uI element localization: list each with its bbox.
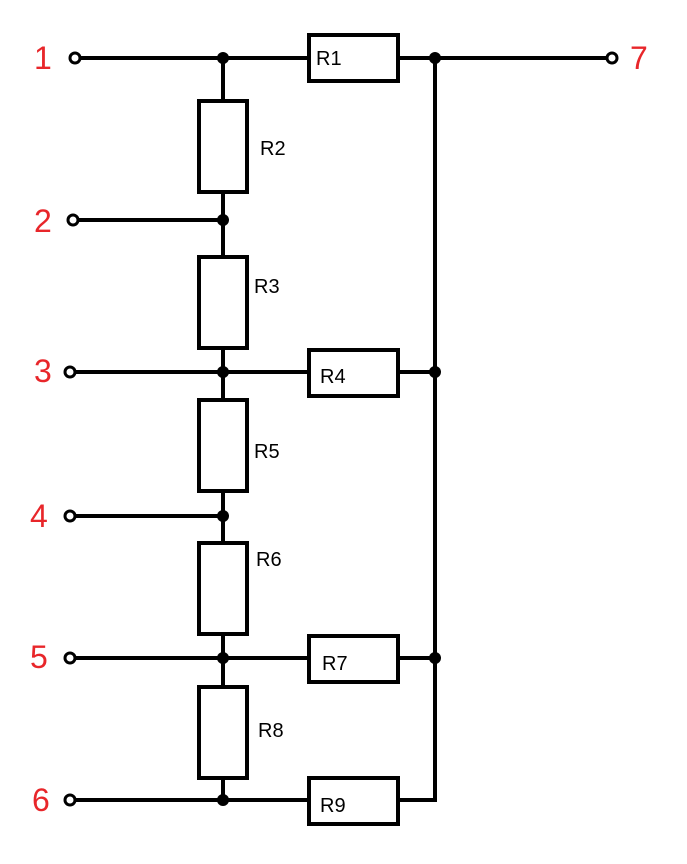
junction-dot [429, 652, 441, 664]
terminal-2-node [66, 213, 80, 227]
junction-dot [217, 52, 229, 64]
resistor-r7: R7 [307, 634, 400, 684]
terminal-6-node [63, 793, 77, 807]
terminal-2-label: 2 [34, 203, 52, 239]
resistor-r2: R2 [197, 99, 286, 194]
junction-dot [217, 366, 229, 378]
terminal-3-label: 3 [34, 353, 52, 389]
terminal-1-node [68, 51, 82, 65]
resistor-r4-label: R4 [320, 366, 346, 388]
terminal-4-label: 4 [30, 498, 48, 534]
terminal-3-node [63, 365, 77, 379]
terminal-4-node [63, 509, 77, 523]
junction-dot [217, 510, 229, 522]
resistor-r1-label: R1 [316, 48, 342, 70]
terminal-1-label: 1 [34, 40, 52, 76]
terminal-7-label: 7 [630, 40, 648, 76]
resistor-r6: R6 [197, 541, 282, 636]
resistor-r4: R4 [307, 348, 400, 398]
wires [68, 56, 614, 802]
resistor-r3-label: R3 [254, 276, 280, 298]
resistor-r9-label: R9 [320, 795, 346, 817]
terminal-6-label: 6 [32, 782, 50, 818]
junctions [217, 52, 441, 806]
terminal-5-node [63, 651, 77, 665]
resistor-r5: R5 [197, 398, 280, 493]
terminal-labels: 1 2 3 4 5 6 7 [30, 40, 648, 818]
terminals [63, 51, 619, 807]
resistor-r3: R3 [197, 255, 280, 350]
junction-dot [429, 52, 441, 64]
resistor-r2-label: R2 [260, 138, 286, 160]
junction-dot [217, 214, 229, 226]
resistor-r1: R1 [307, 33, 400, 83]
resistor-r8: R8 [197, 685, 284, 780]
junction-dot [217, 652, 229, 664]
junction-dot [429, 366, 441, 378]
resistor-r8-label: R8 [258, 720, 284, 742]
resistor-r5-label: R5 [254, 441, 280, 463]
resistor-r9: R9 [307, 776, 400, 826]
resistor-r7-label: R7 [322, 653, 348, 675]
terminal-5-label: 5 [30, 639, 48, 675]
terminal-7-node [605, 51, 619, 65]
junction-dot [217, 794, 229, 806]
resistor-r6-label: R6 [256, 549, 282, 571]
